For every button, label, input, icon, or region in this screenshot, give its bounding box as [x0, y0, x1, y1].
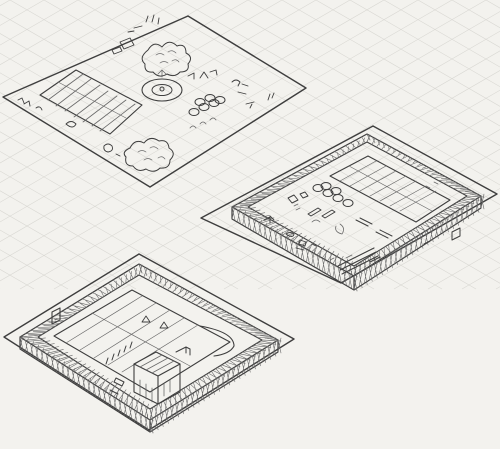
open-park-field	[39, 69, 143, 135]
walled-pavilion-benches	[105, 315, 191, 395]
walled-pavilion-court	[53, 289, 235, 393]
open-park-tree-cluster-top	[111, 14, 192, 77]
walled-yard-gates	[263, 181, 461, 245]
walled-pavilion-gate	[51, 307, 61, 325]
open-park-roundabout	[141, 69, 183, 102]
walled-yard-court	[329, 155, 451, 223]
open-park-seating-row	[188, 94, 226, 129]
walled-yard-playground	[269, 215, 381, 275]
plan-open-park-base	[2, 15, 307, 188]
plan-open-park	[2, 14, 307, 188]
plan-walled-yard	[200, 125, 498, 292]
open-park-tree-cluster-bottom	[103, 137, 174, 172]
walled-yard-wall-hatching	[231, 133, 485, 292]
open-park-equipment	[17, 69, 275, 128]
plan-walled-yard-base	[200, 125, 498, 284]
walled-yard-seating	[287, 182, 354, 211]
walled-pavilion-shelter	[133, 351, 181, 405]
walled-yard-benches	[307, 207, 393, 239]
paper-grid	[0, 0, 500, 290]
walled-pavilion-wall-hatching	[19, 263, 282, 434]
plan-walled-pavilion	[3, 253, 295, 434]
